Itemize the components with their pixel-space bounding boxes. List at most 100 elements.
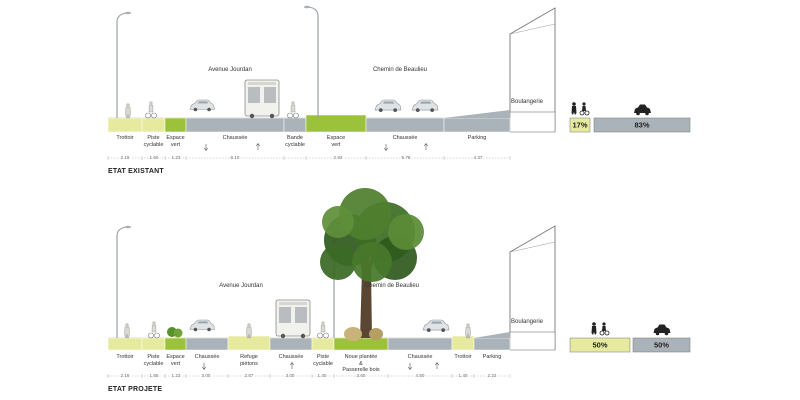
bus-window xyxy=(279,307,291,323)
segment-dimension-8: 4.37 xyxy=(472,155,484,160)
car-window xyxy=(382,101,395,104)
icon-wheel xyxy=(584,110,590,116)
segment-label-1: Trottoir xyxy=(116,354,134,360)
section-title: ETAT EXISTANT xyxy=(108,168,164,175)
bike-wheel xyxy=(151,112,157,119)
modal-share-bar-2 xyxy=(632,337,691,353)
modal-share-value-1: 50% xyxy=(592,340,608,350)
section-title: ETAT PROJETE xyxy=(108,386,163,393)
pedestrian-icon xyxy=(125,103,131,119)
modal-share-bar-2 xyxy=(593,117,691,133)
segment-label-11: Parking xyxy=(482,354,502,360)
car-share-wheel xyxy=(655,331,660,336)
arrow-up-icon xyxy=(434,361,440,369)
arrow-down-icon xyxy=(407,363,413,371)
street-name-chemin-de-beaulieu: Chemin de Beaulieu xyxy=(364,283,420,289)
bus-window xyxy=(248,87,260,103)
cyclist-icon xyxy=(317,321,329,339)
arrow-down-icon xyxy=(383,144,389,152)
segment-label-8: Noue plantée & Passerelle bois xyxy=(342,354,380,373)
car-window xyxy=(197,321,209,324)
cyclist-body xyxy=(320,324,326,333)
cyclist-head xyxy=(321,321,325,325)
tree-foliage xyxy=(388,214,424,250)
arrow-up-icon xyxy=(255,142,261,150)
arrow-head xyxy=(255,142,261,147)
street-lamp-icon xyxy=(116,225,131,338)
bike-wheel xyxy=(145,112,151,119)
lamp-head xyxy=(125,11,131,15)
segment-dimension-2: 1.50 xyxy=(148,155,160,160)
segment-dimension-7: 1.40 xyxy=(316,373,328,378)
car-window xyxy=(430,321,443,324)
person-head xyxy=(125,323,129,327)
person-body xyxy=(246,326,252,339)
street-lamp-icon xyxy=(116,11,131,118)
car-wheel xyxy=(430,108,435,112)
pedestrian-icon xyxy=(465,323,471,339)
icon-body xyxy=(591,326,597,335)
car-body xyxy=(411,99,439,111)
bus-window xyxy=(264,87,276,103)
person-body xyxy=(125,106,131,119)
car-window xyxy=(197,101,209,104)
segment-dimension-6: 3.00 xyxy=(284,373,296,378)
bike-wheel xyxy=(148,332,154,339)
car-wheel xyxy=(378,108,383,112)
arrow-head xyxy=(407,366,413,371)
bus-sign xyxy=(248,82,276,85)
segment-dimension-10: 1.40 xyxy=(457,373,469,378)
modal-share-value-2: 50% xyxy=(653,340,670,350)
car-wheel xyxy=(207,107,211,112)
building-outline xyxy=(509,7,556,132)
car-share-wheel xyxy=(664,331,669,336)
lamp-head xyxy=(304,5,310,9)
bike-wheel xyxy=(287,112,293,119)
segment-dimension-4: 3.00 xyxy=(200,373,212,378)
cyclist-head xyxy=(149,101,153,105)
car-icon xyxy=(422,319,450,332)
car-icon xyxy=(374,99,402,112)
segment-label-2: Piste cyclable xyxy=(143,135,164,148)
street-name-avenue-jourdan: Avenue Jourdan xyxy=(208,67,252,73)
cyclist-icon xyxy=(148,321,160,339)
segment-label-5: Bande cyclable xyxy=(285,135,305,148)
segment-dimension-1: 2.16 xyxy=(119,373,131,378)
bike-wheel xyxy=(317,332,323,339)
arrow-head xyxy=(423,142,429,147)
arrow-head xyxy=(203,147,209,152)
car-wheel xyxy=(426,328,431,332)
building-roof-line xyxy=(509,241,556,253)
cyclist-icon xyxy=(287,101,299,119)
segment-label-5: Refuge piétons xyxy=(240,354,258,367)
segment-dimension-6: 2.93 xyxy=(332,155,344,160)
pedestrian-cyclist-icon xyxy=(591,322,610,336)
segment-dimension-7: 5.78 xyxy=(400,155,412,160)
person-body xyxy=(465,326,471,339)
bike-wheel xyxy=(154,332,160,339)
car-wheel xyxy=(193,327,198,332)
car-wheel xyxy=(441,328,446,332)
cyclist-body xyxy=(148,104,154,113)
bike-wheel xyxy=(323,332,329,339)
tree-foliage xyxy=(322,206,354,238)
segment-label-8: Parking xyxy=(467,135,487,141)
car-share-body xyxy=(653,324,671,333)
car-icon xyxy=(411,99,439,112)
segment-dimension-3: 1.23 xyxy=(170,155,182,160)
parking-ramp xyxy=(474,332,510,338)
tree-icon xyxy=(320,188,424,338)
street-lamp-icon xyxy=(304,5,319,118)
street-name-avenue-jourdan: Avenue Jourdan xyxy=(219,283,263,289)
segment-label-7: Chaussée xyxy=(392,135,418,141)
modal-share-bar-1 xyxy=(569,117,591,133)
car-icon xyxy=(653,324,671,336)
modal-share-value-2: 83% xyxy=(634,120,650,130)
person-head xyxy=(247,323,251,327)
building-outline xyxy=(509,225,556,350)
segment-label-6: Espace vert xyxy=(326,135,346,148)
pedestrian-icon xyxy=(246,323,252,339)
segment-dimension-4: 6.10 xyxy=(229,155,241,160)
shrub-icon xyxy=(173,328,183,338)
